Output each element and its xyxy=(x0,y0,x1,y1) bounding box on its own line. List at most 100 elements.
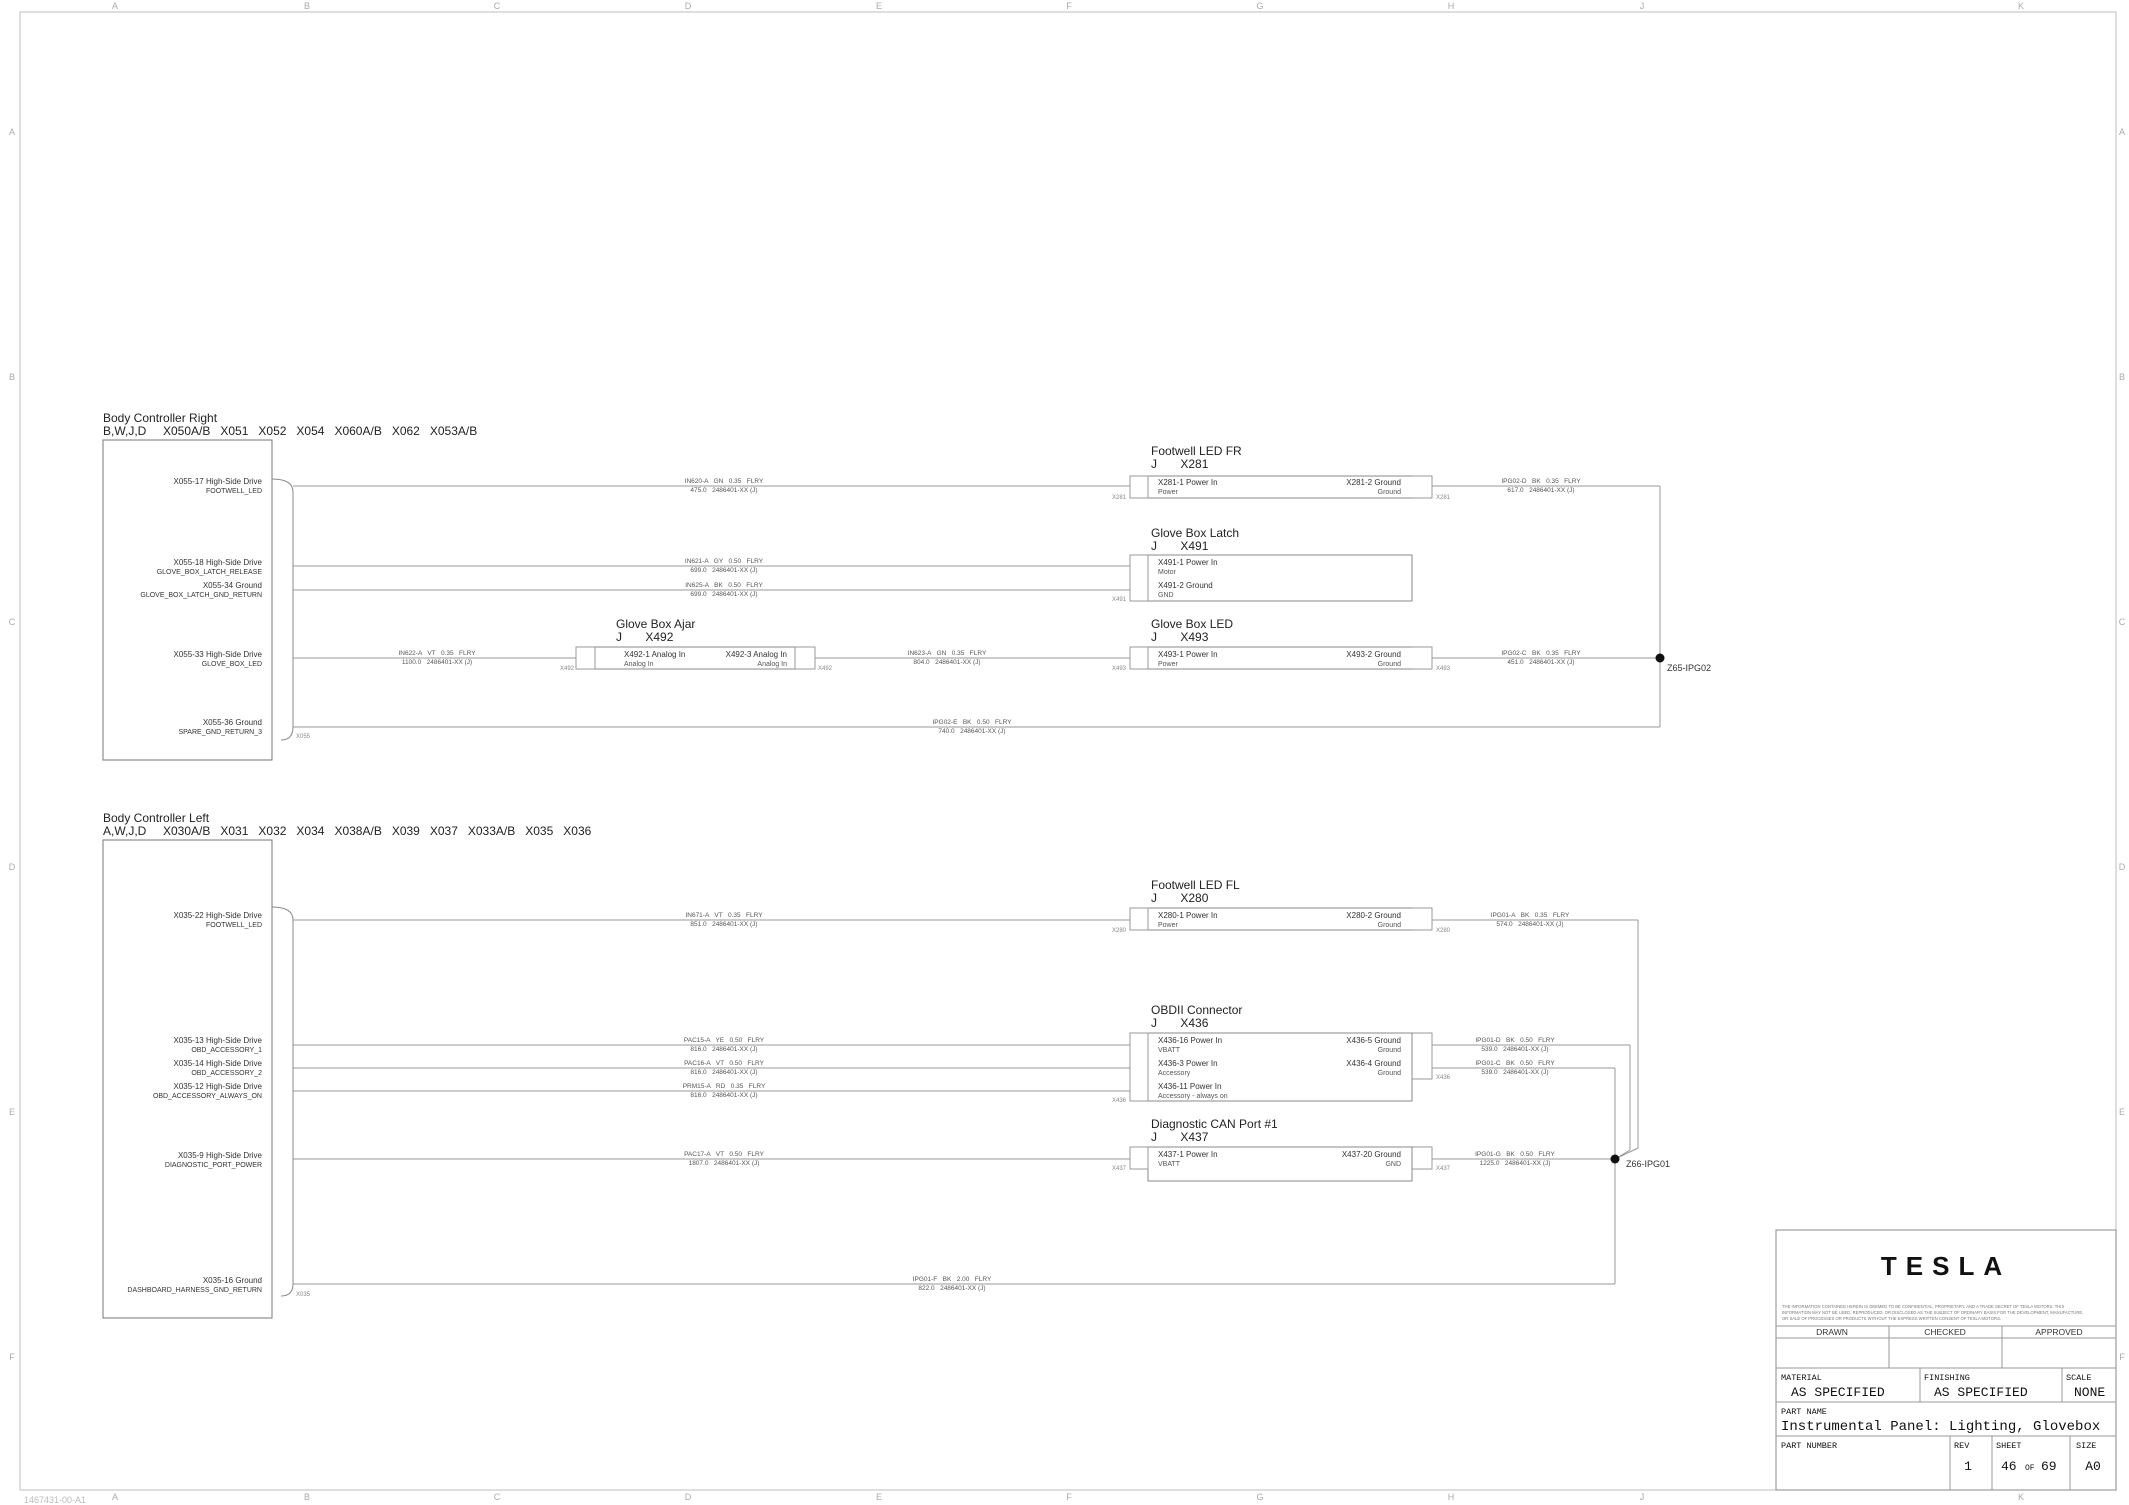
wire-label: IPG02-C BK 0.35 FLRY xyxy=(1501,650,1581,657)
wire-label: PAC17-A VT 0.50 FLRY xyxy=(684,1151,765,1158)
connector-bracket xyxy=(1129,554,1149,602)
component-title: Diagnostic CAN Port #1 xyxy=(1151,1117,1278,1131)
component-diagnostic-can-port: Diagnostic CAN Port #1 J X437 X437 X437 … xyxy=(1112,1117,1451,1182)
pin-signal: OBD_ACCESSORY_1 xyxy=(191,1047,262,1054)
grid-right: A B C D E F xyxy=(2119,127,2126,1362)
component-ref: J X437 xyxy=(1151,1130,1209,1144)
grid-row-label: F xyxy=(2119,1352,2125,1362)
component-title: Footwell LED FR xyxy=(1151,444,1242,458)
grid-col-label: D xyxy=(685,1,692,11)
wire-label: 539.0 2486401-XX (J) xyxy=(1481,1046,1548,1053)
sheet-number: 46 xyxy=(2001,1459,2017,1474)
splice-node xyxy=(1610,1154,1620,1164)
connector-tag: X280 xyxy=(1436,928,1451,934)
title-block: TESLA THE INFORMATION CONTAINED HEREIN I… xyxy=(1775,1229,2117,1491)
grid-col-label: G xyxy=(1256,1492,1263,1502)
grid-col-label: A xyxy=(112,1,118,11)
wire-label: IN622-A VT 0.35 FLRY xyxy=(398,650,476,657)
pin-label: X055-33 High-Side Drive xyxy=(174,650,263,659)
connector-tag: X492 xyxy=(818,666,833,672)
component-title: Footwell LED FL xyxy=(1151,878,1240,892)
pin-label: X491-1 Power In xyxy=(1158,558,1218,567)
connector-bracket xyxy=(1129,1146,1149,1170)
connector-tag: X035 xyxy=(296,1292,311,1298)
grid-col-label: J xyxy=(1640,1,1645,11)
wire-label: 816.0 2486401-XX (J) xyxy=(690,1069,757,1076)
component-glove-box-latch: Glove Box Latch J X491 X491 X491-1 Power… xyxy=(1112,526,1413,603)
footer-code: 1467431-00-A1 xyxy=(24,1495,86,1505)
grid-row-label: F xyxy=(9,1352,15,1362)
connector-bracket xyxy=(1412,907,1433,931)
grid-row-label: A xyxy=(2119,127,2125,137)
connector-tag: X280 xyxy=(1112,928,1127,934)
splice-node xyxy=(1655,653,1665,663)
connector-tag: X437 xyxy=(1112,1166,1127,1172)
controller-box xyxy=(102,439,273,761)
pin-label: X055-36 Ground xyxy=(203,718,262,727)
wire-label: 699.0 2486401-XX (J) xyxy=(690,591,757,598)
pin-label: X492-1 Analog In xyxy=(624,650,685,659)
connector-tag: X493 xyxy=(1436,666,1451,672)
pin-sub: Accessory - always on xyxy=(1158,1093,1228,1100)
pin-signal: GLOVE_BOX_LED xyxy=(202,661,262,668)
splice-z65: Z65-IPG02 xyxy=(1655,653,1711,673)
connector-tag: X491 xyxy=(1112,597,1127,603)
pin-label: X055-18 High-Side Drive xyxy=(174,558,263,567)
pin-label: X280-2 Ground xyxy=(1346,911,1401,920)
pin-label: X436-16 Power In xyxy=(1158,1036,1222,1045)
pin-label: X035-16 Ground xyxy=(203,1276,262,1285)
grid-row-label: C xyxy=(9,617,16,627)
pin-sub: GND xyxy=(1158,592,1174,599)
pin-signal: GLOVE_BOX_LATCH_RELEASE xyxy=(157,569,263,576)
pin-label: X493-1 Power In xyxy=(1158,650,1218,659)
wire-label: 740.0 2486401-XX (J) xyxy=(938,728,1005,735)
pin-label: X055-17 High-Side Drive xyxy=(174,477,263,486)
pin-label: X281-1 Power In xyxy=(1158,478,1218,487)
wire-label: 851.0 2486401-XX (J) xyxy=(690,921,757,928)
component-glove-box-led: Glove Box LED J X493 X493 X493 X493-1 Po… xyxy=(1112,617,1451,672)
component-ref: J X280 xyxy=(1151,891,1209,905)
splice-label: Z66-IPG01 xyxy=(1626,1159,1670,1169)
connector-tag: X436 xyxy=(1112,1098,1127,1104)
wire-label: 539.0 2486401-XX (J) xyxy=(1481,1069,1548,1076)
component-footwell-led-fr: Footwell LED FR J X281 X281 X281 X281-1 … xyxy=(1112,444,1451,501)
tesla-logo: TESLA xyxy=(1881,1251,2011,1281)
pin-sub: Ground xyxy=(1378,922,1401,929)
part-name-value: Instrumental Panel: Lighting, Glovebox xyxy=(1781,1419,2100,1435)
grid-col-label: B xyxy=(304,1,310,11)
finishing-label: FINISHING xyxy=(1924,1373,1970,1383)
size-value: A0 xyxy=(2085,1459,2101,1474)
component-ref: J X492 xyxy=(616,630,674,644)
component-ref: J X491 xyxy=(1151,539,1209,553)
grid-col-label: B xyxy=(304,1492,310,1502)
grid-row-label: D xyxy=(2119,862,2126,872)
pin-sub: Accessory xyxy=(1158,1070,1191,1077)
connector-tag: X493 xyxy=(1112,666,1127,672)
wire-label: IPG02-E BK 0.50 FLRY xyxy=(933,719,1013,726)
pin-label: X055-34 Ground xyxy=(203,581,262,590)
pin-label: X492-3 Analog In xyxy=(726,650,787,659)
pin-sub: Ground xyxy=(1378,1047,1401,1054)
grid-col-label: C xyxy=(494,1492,501,1502)
pin-signal: DIAGNOSTIC_PORT_POWER xyxy=(165,1162,262,1169)
connector-bracket xyxy=(1129,907,1149,931)
grid-row-label: B xyxy=(9,372,15,382)
pin-sub: Ground xyxy=(1378,661,1401,668)
wire-label: PAC16-A VT 0.50 FLRY xyxy=(684,1060,765,1067)
pin-label: X493-2 Ground xyxy=(1346,650,1401,659)
approved-label: APPROVED xyxy=(2035,1327,2082,1337)
disclaimer-line: THE INFORMATION CONTAINED HEREIN IS DEEM… xyxy=(1782,1304,2064,1309)
pin-sub: Power xyxy=(1158,661,1179,668)
body-controller-left: Body Controller Left A,W,J,D X030A/B X03… xyxy=(102,811,592,1319)
grid-col-label: F xyxy=(1066,1,1072,11)
pin-sub: GND xyxy=(1385,1161,1401,1168)
component-obdii-connector: OBDII Connector J X436 X436 X436 X436-16… xyxy=(1112,1003,1451,1104)
material-label: MATERIAL xyxy=(1781,1373,1822,1383)
connector-bracket xyxy=(794,646,816,670)
pin-signal: OBD_ACCESSORY_ALWAYS_ON xyxy=(153,1093,262,1100)
finishing-value: AS SPECIFIED xyxy=(1934,1385,2028,1400)
part-name-label: PART NAME xyxy=(1781,1407,1827,1417)
connector-bracket xyxy=(271,478,294,741)
wire-label: IN671-A VT 0.35 FLRY xyxy=(685,912,763,919)
